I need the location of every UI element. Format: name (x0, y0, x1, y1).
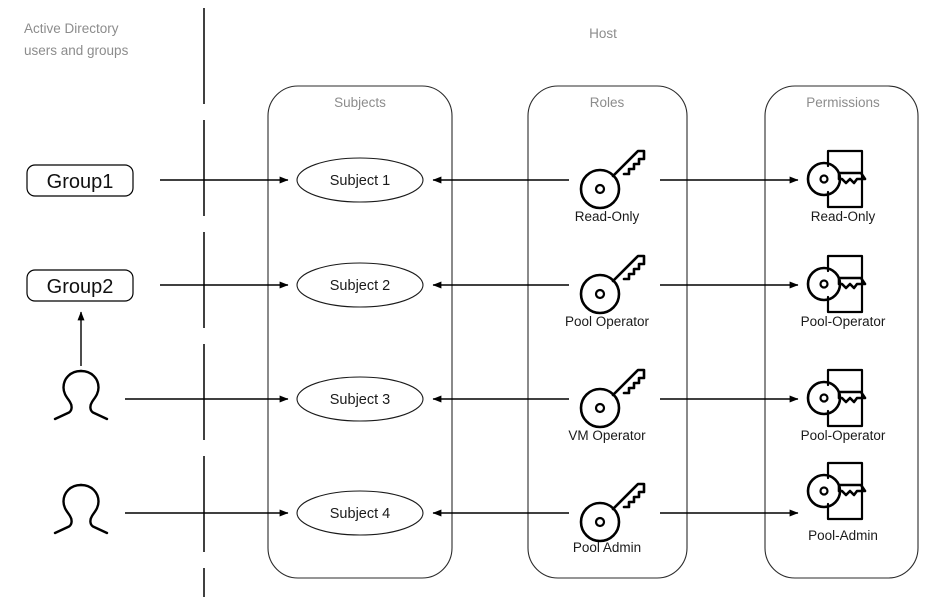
role-node-4[interactable]: Pool Admin (573, 482, 646, 555)
person-icon-2 (53, 483, 109, 535)
group-1-box[interactable] (26, 164, 134, 197)
permission-node-2[interactable]: Pool-Operator (801, 254, 886, 329)
role-node-2[interactable]: Pool Operator (565, 254, 650, 329)
subject-3-label: Subject 3 (330, 392, 390, 408)
ad-region-title-line2: users and groups (24, 43, 129, 58)
subject-node-4[interactable]: Subject 4 (296, 490, 424, 536)
permission-node-3[interactable]: Pool-Operator (801, 368, 886, 443)
group-2-label: Group2 (47, 276, 114, 298)
permission-3-label: Pool-Operator (801, 428, 886, 443)
key-icon (579, 368, 646, 429)
permission-node-4[interactable]: Pool-Admin (806, 461, 878, 543)
role-3-label: VM Operator (568, 428, 646, 443)
subject-3-ellipse[interactable] (296, 376, 424, 422)
role-node-3[interactable]: VM Operator (568, 368, 646, 443)
role-node-1[interactable]: Read-Only (575, 149, 646, 224)
subject-2-ellipse[interactable] (296, 262, 424, 308)
permission-node-1[interactable]: Read-Only (806, 149, 876, 224)
subject-node-3[interactable]: Subject 3 (296, 376, 424, 422)
role-2-label: Pool Operator (565, 314, 650, 329)
group-1-label: Group1 (47, 171, 114, 193)
group-2-box[interactable] (26, 269, 134, 302)
key-document-icon (806, 149, 867, 209)
group-node-2[interactable]: Group2 (26, 269, 134, 302)
subject-4-label: Subject 4 (330, 506, 390, 522)
key-icon (579, 149, 646, 210)
group-node-1[interactable]: Group1 (26, 164, 134, 197)
subjects-container-title: Subjects (334, 95, 386, 110)
host-region-title: Host (589, 26, 617, 41)
role-4-label: Pool Admin (573, 540, 641, 555)
subject-node-2[interactable]: Subject 2 (296, 262, 424, 308)
permission-1-label: Read-Only (811, 209, 876, 224)
permission-4-label: Pool-Admin (808, 528, 878, 543)
roles-container-title: Roles (590, 95, 625, 110)
subjects-container (267, 85, 453, 579)
permissions-container-title: Permissions (806, 95, 880, 110)
role-1-label: Read-Only (575, 209, 640, 224)
permissions-container (764, 85, 919, 579)
key-document-icon (806, 254, 867, 314)
roles-container (527, 85, 688, 579)
key-document-icon (806, 368, 867, 428)
person-icon-1 (53, 369, 109, 421)
subject-1-label: Subject 1 (330, 173, 390, 189)
key-icon (579, 482, 646, 543)
key-icon (579, 254, 646, 315)
subject-4-ellipse[interactable] (296, 490, 424, 536)
subject-2-label: Subject 2 (330, 278, 390, 294)
key-document-icon (806, 461, 867, 521)
subject-1-ellipse[interactable] (296, 157, 424, 203)
subject-node-1[interactable]: Subject 1 (296, 157, 424, 203)
permission-2-label: Pool-Operator (801, 314, 886, 329)
ad-region-title-line1: Active Directory (24, 21, 119, 36)
